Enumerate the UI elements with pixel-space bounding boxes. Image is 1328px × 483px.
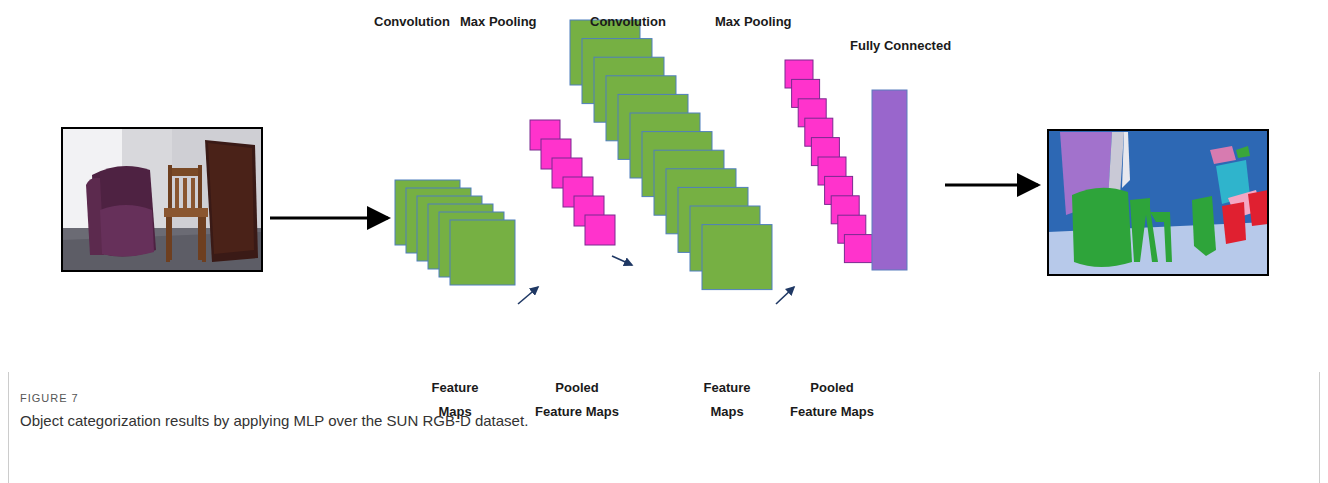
small-arrow (518, 287, 538, 304)
frame-line (1319, 372, 1320, 483)
flow-arrow (945, 184, 1038, 187)
map-label: Pooled Feature Maps (532, 376, 622, 424)
feature-map (702, 225, 772, 290)
layer-label: Max Pooling (715, 14, 792, 29)
map-label: Pooled Feature Maps (787, 376, 877, 424)
map-label: Feature Maps (698, 376, 756, 424)
feature-map-stacks (395, 20, 872, 290)
frame-line (8, 372, 9, 483)
feature-map (844, 235, 872, 263)
figure-number: FIGURE 7 (20, 392, 79, 404)
feature-map (450, 220, 515, 285)
small-arrow (776, 287, 794, 304)
flow-arrow (270, 217, 388, 220)
figure-caption: Object categorization results by applyin… (20, 412, 528, 429)
input-photo (62, 128, 262, 271)
layer-label: Fully Connected (850, 38, 951, 53)
layer-label: Convolution (374, 14, 450, 29)
fully-connected-bar (872, 90, 907, 270)
segmentation-output (1048, 130, 1268, 275)
small-arrow (612, 256, 632, 265)
layer-label: Max Pooling (460, 14, 537, 29)
feature-map (585, 215, 615, 245)
layer-label: Convolution (590, 14, 666, 29)
